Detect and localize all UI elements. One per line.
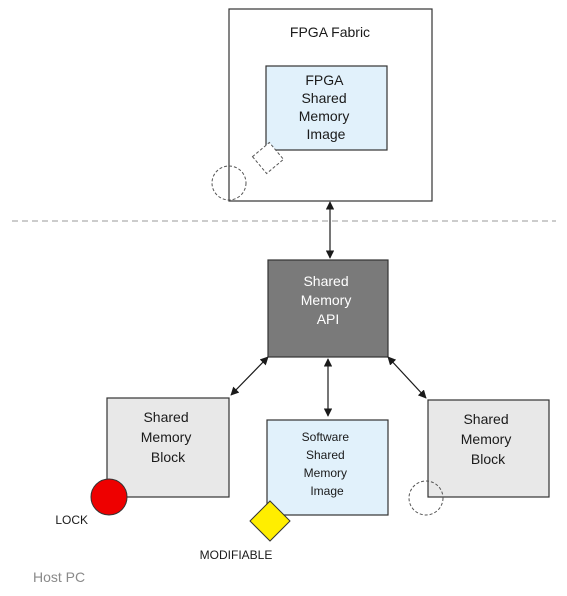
left-block-line: Memory — [141, 429, 192, 445]
arrow-api-to-left-block — [230, 356, 269, 396]
right-block-line: Shared — [463, 411, 508, 427]
software-image-line: Image — [310, 484, 344, 498]
software-image-line: Shared — [306, 448, 345, 462]
right-block-label: Shared Memory Block — [461, 411, 515, 467]
fpga-shared-memory-image-box — [265, 65, 388, 151]
arrow-api-to-right-block — [387, 356, 427, 399]
lock-label: LOCK — [55, 513, 88, 527]
fpga-image-label: FPGA Shared Memory Image — [299, 72, 353, 142]
api-line: API — [317, 311, 340, 327]
shared-memory-block-left — [106, 397, 230, 498]
software-image-label: Software Shared Memory Image — [302, 430, 353, 498]
fpga-image-line: Image — [307, 126, 346, 142]
modifiable-indicator — [249, 500, 291, 542]
right-block-line: Memory — [461, 431, 512, 447]
left-block-line: Shared — [143, 409, 188, 425]
api-line: Memory — [301, 292, 352, 308]
dashed-circle-marker — [408, 480, 444, 516]
left-block-label: Shared Memory Block — [141, 409, 195, 465]
fpga-image-line: FPGA — [305, 72, 344, 88]
api-label: Shared Memory API — [301, 273, 355, 327]
fpga-fabric-title: FPGA Fabric — [290, 24, 370, 40]
api-line: Shared — [303, 273, 348, 289]
host-pc-label: Host PC — [33, 569, 85, 585]
dashed-circle-marker — [211, 165, 247, 201]
left-block-line: Block — [151, 449, 186, 465]
fpga-image-line: Memory — [299, 108, 350, 124]
shared-memory-block-right — [427, 399, 550, 498]
shared-memory-api-box — [267, 259, 389, 358]
fpga-image-line: Shared — [301, 90, 346, 106]
modifiable-label: MODIFIABLE — [200, 548, 273, 562]
software-shared-memory-image-box — [266, 419, 389, 516]
software-image-line: Software — [302, 430, 350, 444]
dashed-diamond-marker — [251, 141, 285, 175]
software-image-line: Memory — [304, 466, 347, 480]
right-block-line: Block — [471, 451, 506, 467]
lock-indicator — [90, 478, 128, 516]
